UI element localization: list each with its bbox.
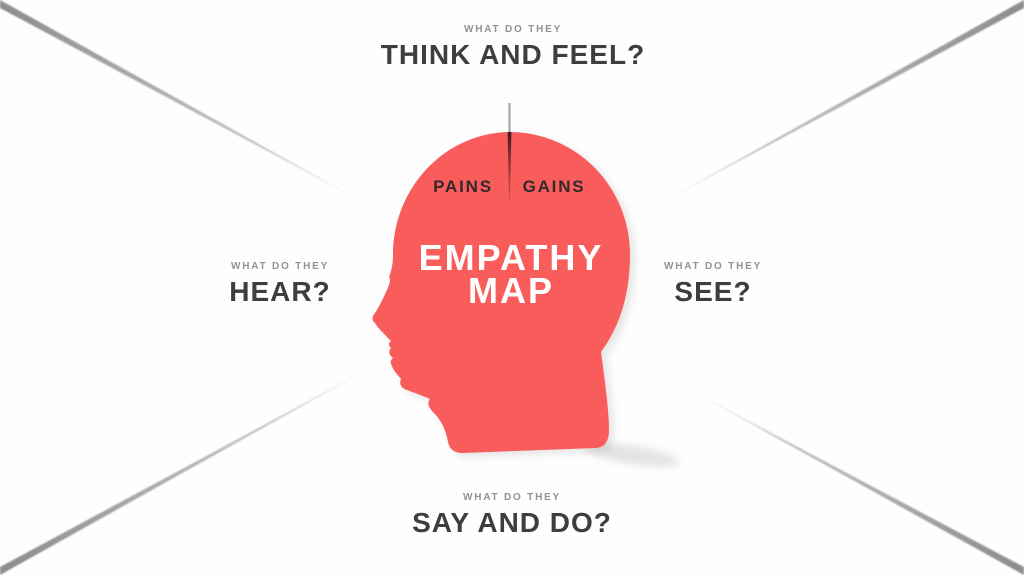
quadrant-hear: WHAT DO THEY HEAR? <box>229 261 330 307</box>
quadrant-label: THINK AND FEEL? <box>380 39 646 70</box>
quadrant-label: SAY AND DO? <box>412 507 612 538</box>
quadrant-say-and-do: WHAT DO THEY SAY AND DO? <box>412 492 612 538</box>
head-silhouette <box>372 132 630 453</box>
quadrant-eyebrow: WHAT DO THEY <box>462 492 562 503</box>
quadrant-think-and-feel: WHAT DO THEY THINK AND FEEL? <box>381 24 645 70</box>
pains-gains-divider <box>507 132 512 218</box>
diagram-title-line1: EMPATHY <box>418 237 604 278</box>
quadrant-eyebrow: WHAT DO THEY <box>230 261 330 272</box>
diagram-title: EMPATHY MAP <box>418 237 604 311</box>
diagram-title-line2: MAP <box>467 270 554 311</box>
quadrant-label: SEE? <box>674 276 752 307</box>
corner-line-top-right <box>652 0 1024 208</box>
neck-cast-shadow <box>584 443 680 467</box>
pains-label: PAINS <box>433 177 493 196</box>
gains-label: GAINS <box>522 177 586 196</box>
corner-line-bottom-left <box>0 362 381 575</box>
quadrant-eyebrow: WHAT DO THEY <box>663 261 763 272</box>
quadrant-eyebrow: WHAT DO THEY <box>463 24 563 35</box>
quadrant-label: HEAR? <box>229 276 331 307</box>
corner-line-bottom-right <box>681 385 1024 575</box>
quadrant-see: WHAT DO THEY SEE? <box>664 261 762 307</box>
corner-line-top-left <box>0 0 372 207</box>
